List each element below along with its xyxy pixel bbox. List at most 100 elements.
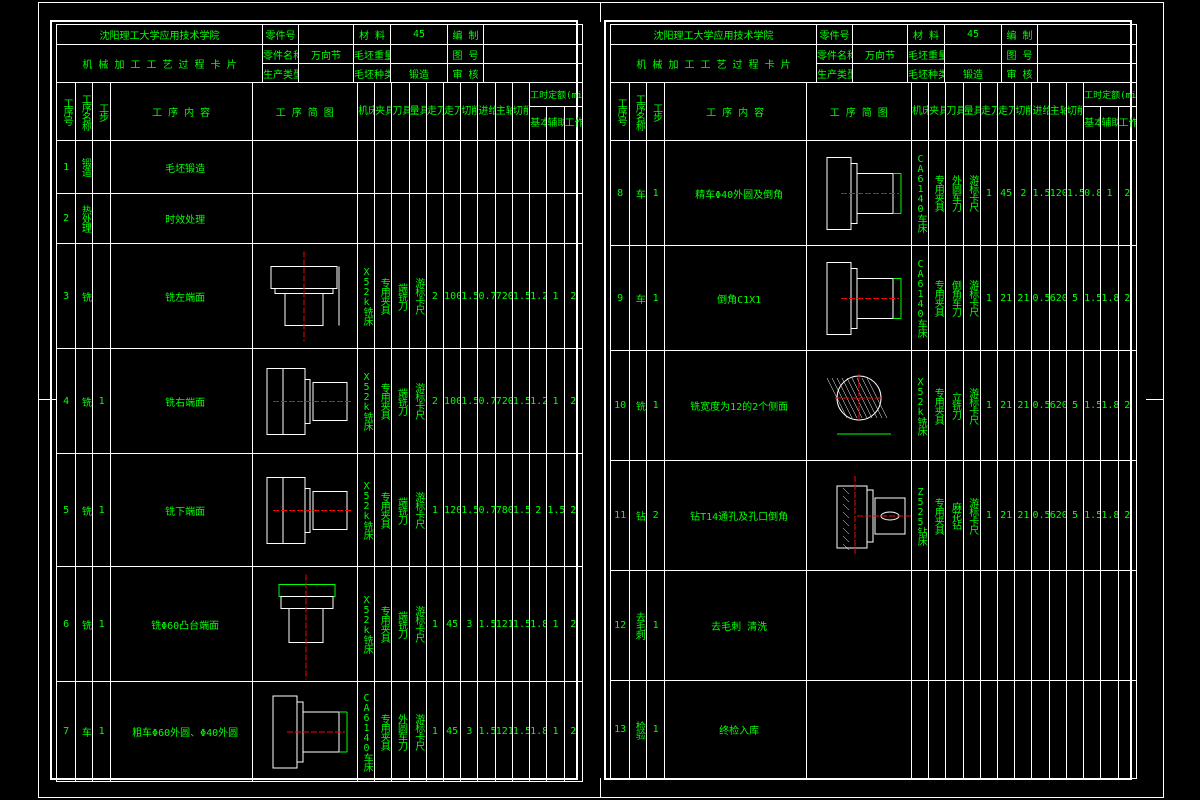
cell-step: 1: [646, 570, 665, 681]
cell-content: 铣Φ60凸台端面: [109, 566, 253, 682]
col-header-sketch: 工 序 简 图: [251, 82, 358, 141]
col-header-gauge: 量具: [408, 82, 427, 141]
col-header-passes: 走刀次数: [979, 82, 999, 141]
cell-gauge: 游标卡尺: [962, 350, 981, 461]
cell-depth: [1014, 570, 1033, 681]
cell-tool: [391, 140, 410, 194]
cell-time-service: 2: [563, 453, 584, 567]
col-header-spindle-speed: 主轴转速r/min: [1048, 82, 1067, 141]
cell-op-type: 检验: [629, 680, 648, 779]
cell-tool: [945, 570, 964, 681]
cell-fixture: 专用夹具: [374, 243, 393, 349]
cell-content: 铣右端面: [109, 348, 253, 454]
part-name-value: 万向节: [852, 44, 908, 64]
col-header-op-no: 工序号: [55, 82, 77, 141]
cell-time-service: [1117, 570, 1138, 681]
cell-feed: 0.5: [1031, 460, 1050, 571]
cell-feed: 0.75: [477, 243, 496, 349]
cell-length: 45: [443, 681, 462, 782]
cell-machine: [910, 570, 930, 681]
material-label: 材 料: [353, 24, 391, 45]
drawing-no-value: [1037, 44, 1137, 64]
cell-passes: [425, 140, 445, 194]
process-sketch: [251, 348, 358, 454]
process-row: 4铣1铣右端面X52k铣床专用夹具端铣刀游标卡尺21001.50.757201.…: [55, 348, 584, 454]
blank-weight-value: [390, 44, 448, 64]
cell-op-no: 1: [55, 140, 77, 194]
part-sketch-icon: [836, 476, 911, 556]
cell-cut-speed: [1065, 680, 1085, 779]
col-header-op-type: 工序名称: [629, 82, 648, 141]
blank-weight-label: 毛坯重量: [907, 44, 945, 64]
cell-spindle-speed: [494, 140, 513, 194]
cell-content: 铣下端面: [109, 453, 253, 567]
cell-time-basic: 0.8: [1083, 140, 1102, 246]
cell-machine: X52k铣床: [356, 453, 376, 567]
cell-passes: 2: [425, 348, 445, 454]
cell-time-aux: 1.8: [1100, 460, 1119, 571]
cell-op-no: 6: [55, 566, 77, 682]
cell-length: 100: [443, 243, 462, 349]
cell-op-type: 铣: [75, 243, 94, 349]
cell-gauge: 游标卡尺: [962, 460, 981, 571]
col-header-sketch: 工 序 简 图: [805, 82, 912, 141]
cell-time-basic: [529, 140, 548, 194]
part-no-value: [298, 24, 354, 45]
center-divider-bottom: [600, 778, 601, 798]
cell-op-no: 9: [609, 245, 631, 351]
cell-length: 21: [997, 245, 1016, 351]
cell-gauge: [962, 680, 981, 779]
production-type-label: 生产类型: [816, 63, 853, 83]
cell-depth: 1.5: [460, 243, 479, 349]
cell-feed: 0.75: [477, 348, 496, 454]
cell-cut-speed: [1065, 570, 1085, 681]
drawn-value: [483, 24, 583, 45]
part-sketch-icon: [270, 251, 340, 342]
cell-op-type: 车: [629, 140, 648, 246]
col-header-time-service: 工作地服务时间: [1117, 106, 1138, 141]
cell-step: [92, 243, 111, 349]
tick-right: [1146, 399, 1164, 400]
blank-type-value: 锻造: [390, 63, 448, 83]
cell-machine: X52k铣床: [356, 348, 376, 454]
cell-time-basic: [529, 193, 548, 244]
cell-op-type: 锻造: [75, 140, 94, 194]
col-header-length: 走刀长度(mm): [997, 82, 1016, 141]
drawing-no-value: [483, 44, 583, 64]
cell-op-no: 3: [55, 243, 77, 349]
review-label: 审 核: [447, 63, 484, 83]
col-header-depth: 切削深度(mm): [1014, 82, 1033, 141]
cell-time-service: 2: [1117, 140, 1138, 246]
cell-gauge: 游标卡尺: [408, 566, 427, 682]
review-label: 审 核: [1001, 63, 1038, 83]
material-value: 45: [390, 24, 448, 45]
col-header-cut-speed: 切削速度(m/s): [511, 82, 531, 141]
cell-time-service: [563, 140, 584, 194]
col-header-feed: 进给量: [1031, 82, 1050, 141]
production-type-value: [298, 63, 354, 83]
cell-content: 粗车Φ60外圆、Φ40外圆: [109, 681, 253, 782]
cell-content: 去毛刺 清洗: [663, 570, 807, 681]
cell-depth: [1014, 680, 1033, 779]
cell-fixture: 专用夹具: [374, 453, 393, 567]
cell-time-aux: 1.8: [1100, 350, 1119, 461]
card-header: 沈阳理工大学应用技术学院 零件号 材 料 45 编 制 机 械 加 工 工 艺 …: [610, 24, 1137, 83]
production-type-value: [852, 63, 908, 83]
cell-op-type: 去毛刺: [629, 570, 648, 681]
cell-cut-speed: 1.5: [511, 243, 531, 349]
col-header-step: 工步: [646, 82, 665, 141]
drawing-no-label: 图 号: [447, 44, 484, 64]
cell-step: 1: [646, 680, 665, 779]
cell-depth: 1.5: [460, 348, 479, 454]
col-header-spindle-speed: 主轴转速r/min: [494, 82, 513, 141]
cell-depth: 21: [1014, 350, 1033, 461]
cell-op-type: 铣: [75, 348, 94, 454]
cell-cut-speed: 1.5: [511, 681, 531, 782]
cell-gauge: 游标卡尺: [962, 140, 981, 246]
cell-time-basic: 2: [529, 453, 548, 567]
cell-length: [997, 570, 1016, 681]
cell-time-aux: 1.8: [1100, 245, 1119, 351]
